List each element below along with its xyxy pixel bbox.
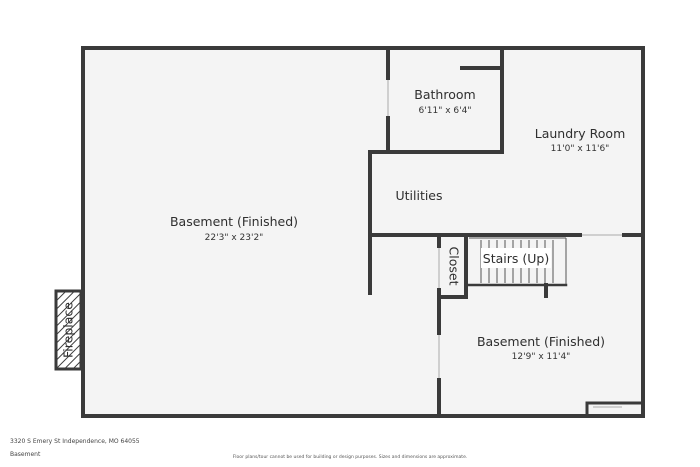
footer-disclaimer: Floor plans/tour cannot be used for buil… [232, 455, 468, 460]
room-label-laundry: Laundry Room [535, 126, 626, 141]
room-dims-basement-main: 22'3" x 23'2" [205, 233, 264, 243]
room-label-fireplace: Fireplace [61, 302, 76, 358]
room-dims-bathroom: 6'11" x 6'4" [419, 106, 472, 116]
room-label-basement-main: Basement (Finished) [170, 214, 298, 229]
room-dims-basement-second: 12'9" x 11'4" [512, 352, 571, 362]
room-label-basement-second: Basement (Finished) [477, 334, 605, 349]
stairs-label-bg [481, 248, 551, 268]
walls [81, 46, 645, 418]
fireplace [54, 289, 83, 371]
footer-level: Basement [10, 451, 41, 458]
openings [387, 80, 622, 408]
room-dims-laundry: 11'0" x 11'6" [551, 144, 610, 154]
room-label-closet: Closet [447, 247, 462, 286]
footer-address: 3320 S Emery St Independence, MO 64055 [10, 438, 140, 445]
room-label-stairs: Stairs (Up) [483, 251, 549, 266]
floor-area [83, 48, 643, 416]
room-label-bathroom: Bathroom [414, 87, 475, 102]
room-label-utilities: Utilities [395, 188, 442, 203]
